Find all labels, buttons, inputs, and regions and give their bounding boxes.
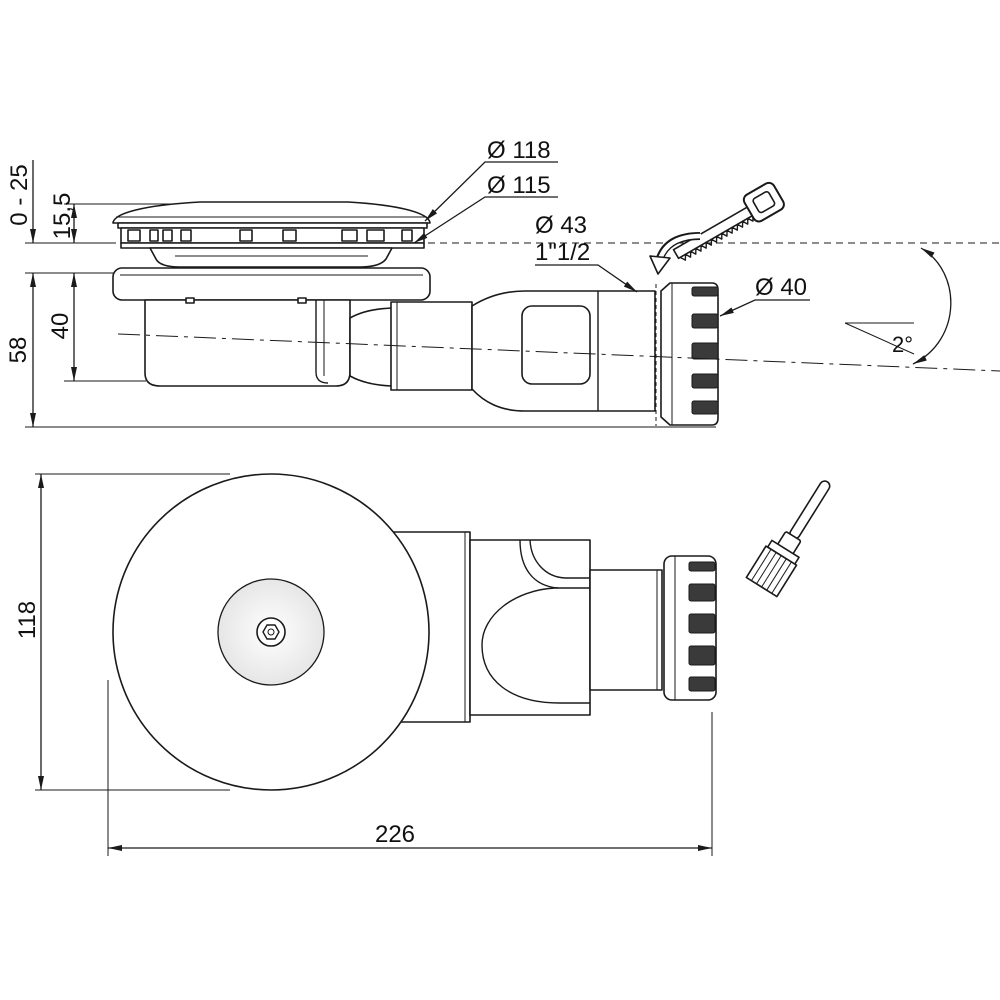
- vent-window: [341, 229, 358, 242]
- saw-blade: [672, 204, 756, 260]
- plan-nut-rib: [688, 561, 716, 572]
- nut-rib: [691, 313, 719, 329]
- plan-outlet-loop-inner: [529, 539, 590, 579]
- nut-rib: [691, 286, 719, 297]
- vent-window: [401, 229, 413, 242]
- dim-label-body-depth: 40: [47, 313, 74, 340]
- vent-window: [282, 229, 297, 242]
- plan-nut-rib: [688, 613, 716, 634]
- label-outlet-thread: 1"1/2: [535, 239, 590, 266]
- leader-cap-diameter: [413, 196, 558, 244]
- label-cap-diameter: Ø 115: [487, 172, 551, 199]
- outlet-elbow: [349, 307, 393, 387]
- trap-bowl: [144, 299, 351, 387]
- dim-label-height-adjustment: 0 - 25: [6, 164, 33, 225]
- nut-rib: [691, 342, 719, 360]
- leader-pipe-diameter: [719, 299, 810, 317]
- plan-nut-rib: [688, 583, 716, 602]
- side-view: 0 - 25 15,5 58 40: [5, 137, 1000, 428]
- nut-rib: [691, 373, 719, 389]
- curved-arrow-icon: [649, 232, 702, 275]
- plan-outlet-loop-outer: [519, 539, 559, 589]
- plan-outlet-opening: [481, 587, 590, 704]
- leader-grate-diameter: [424, 161, 558, 222]
- outlet-window: [521, 305, 591, 385]
- bowl-notch: [185, 297, 195, 304]
- label-outlet-diameter: Ø 43: [535, 212, 587, 239]
- nut-rib: [691, 400, 719, 415]
- curved-arrow-fill: [657, 233, 702, 260]
- inner-tube-line: [315, 300, 329, 384]
- hacksaw-icon: [672, 181, 785, 261]
- slope-triangle-hypotenuse: [844, 322, 915, 355]
- dim-label-plan-width: 118: [14, 601, 41, 639]
- plan-outlet-body: [469, 539, 591, 716]
- vent-window: [180, 229, 192, 242]
- saw-handle-hole: [752, 191, 776, 214]
- brush-bristle-line: [766, 558, 787, 591]
- vent-window: [127, 229, 141, 242]
- flange: [112, 267, 431, 301]
- plan-center-screw: [256, 617, 286, 647]
- dim-label-grate-height: 15,5: [49, 193, 76, 240]
- vent-window: [149, 229, 159, 242]
- grate-cap: [112, 201, 431, 224]
- slope-arc-arrow: [912, 247, 952, 365]
- plan-outlet-tube: [589, 569, 663, 691]
- brush-bristle-line: [756, 552, 777, 585]
- slope-label: 2°: [892, 332, 913, 357]
- plan-view: 118 226: [14, 473, 831, 856]
- vent-window: [239, 229, 253, 242]
- dim-label-total-height: 58: [5, 337, 32, 364]
- brush-bristle-line: [751, 549, 772, 581]
- label-grate-diameter: Ø 118: [487, 137, 551, 164]
- vent-windows: [127, 229, 413, 242]
- bell-housing: [149, 247, 393, 268]
- curved-arrow-head: [649, 255, 671, 275]
- outlet-centerline: [117, 333, 1000, 372]
- brush-icon: [745, 480, 831, 598]
- label-pipe-diameter: Ø 40: [755, 274, 807, 301]
- plan-nut-rib: [688, 676, 716, 692]
- dim-label-plan-length: 226: [375, 821, 415, 848]
- hex-socket-icon: [262, 624, 280, 640]
- brush-bristle-line: [761, 555, 782, 588]
- plan-center-dot: [267, 628, 275, 636]
- bowl-notch: [297, 297, 307, 304]
- plan-nut-rib: [688, 645, 716, 666]
- saw-teeth: [679, 215, 754, 261]
- leader-outlet-diameter: [535, 264, 638, 293]
- brush-bristle-line: [771, 561, 792, 594]
- vent-window: [162, 229, 173, 242]
- vent-window: [366, 229, 385, 242]
- brush-handle: [789, 480, 831, 540]
